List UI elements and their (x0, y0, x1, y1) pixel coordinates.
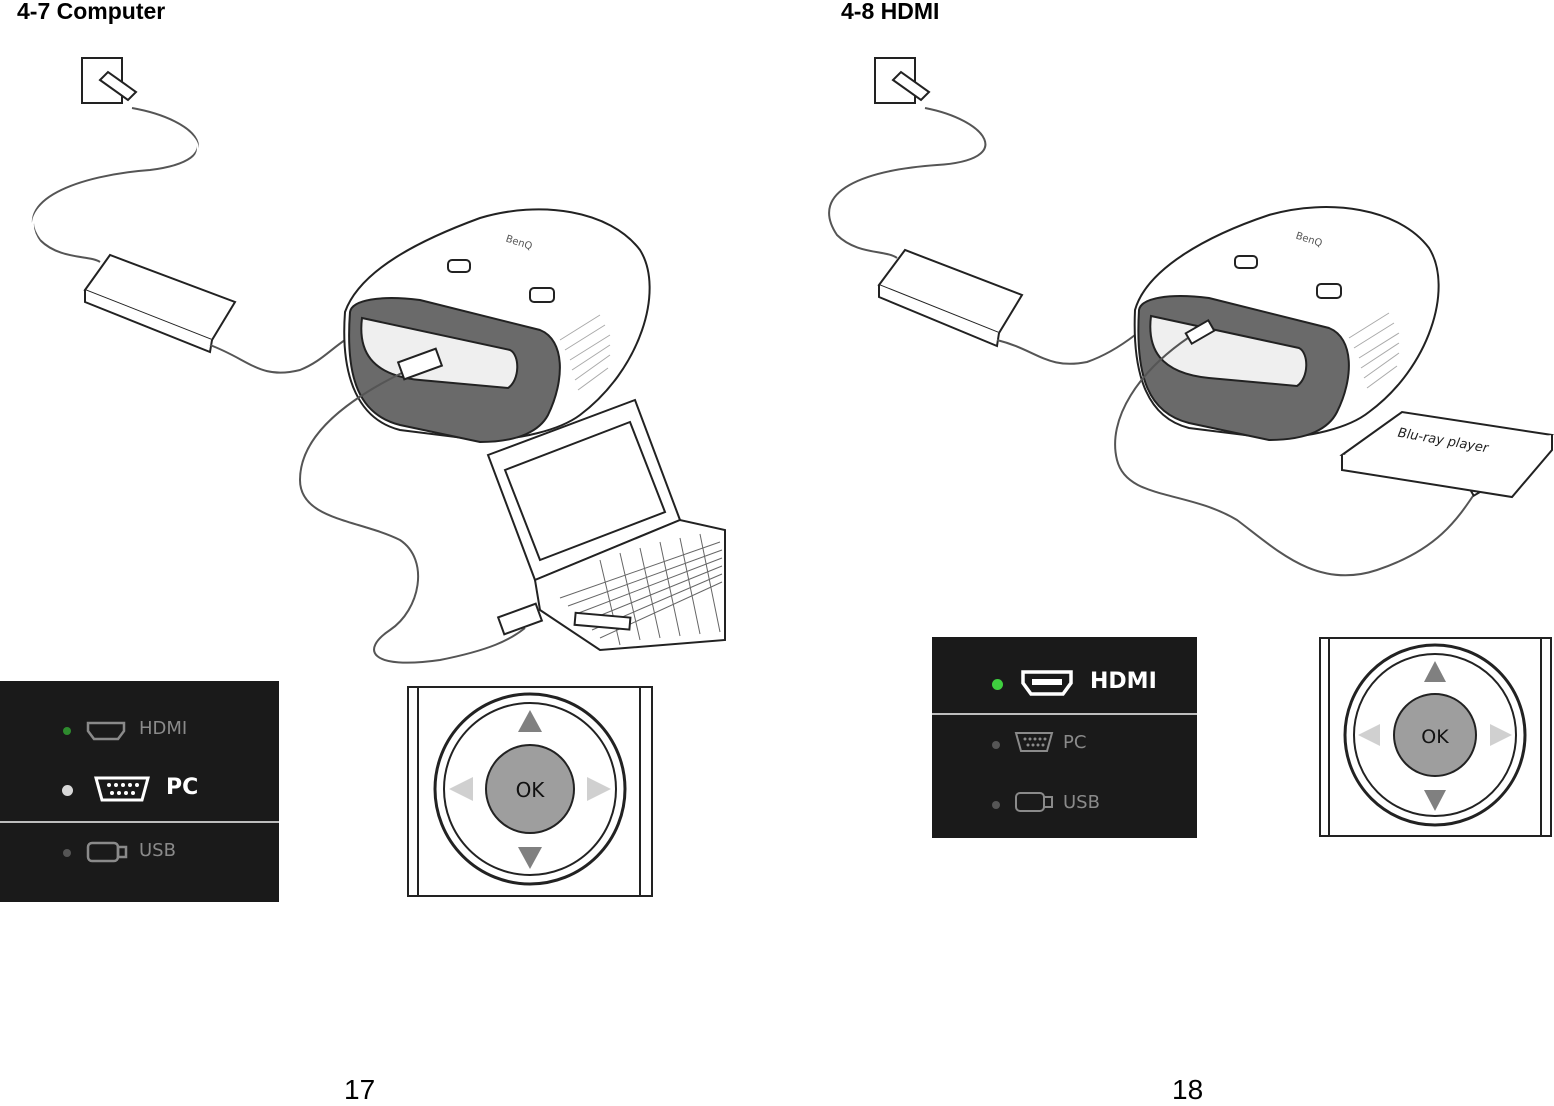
page-17: 4-7 Computer (0, 0, 777, 1105)
vga-cable (298, 359, 526, 664)
ok-button[interactable] (485, 744, 575, 834)
hdmi-cable (1114, 331, 1478, 577)
status-dot (63, 849, 71, 857)
hdmi-icon (86, 721, 126, 741)
usb-icon (1015, 792, 1053, 812)
remote-dpad: OK (407, 686, 653, 897)
source-item-usb[interactable]: USB (0, 823, 279, 883)
remote-dpad: OK (1319, 637, 1552, 837)
status-dot (992, 801, 1000, 809)
up-arrow-icon[interactable] (1424, 661, 1446, 682)
source-item-pc[interactable]: PC (932, 715, 1197, 775)
hdmi-icon (1021, 670, 1073, 696)
status-dot (62, 785, 73, 796)
status-dot (992, 741, 1000, 749)
left-arrow-icon[interactable] (1358, 724, 1380, 746)
source-menu: HDMI PC USB (0, 681, 279, 902)
source-label: USB (139, 840, 176, 861)
ok-button[interactable] (1393, 693, 1477, 777)
vga-port-icon (94, 776, 150, 802)
page-18: 4-8 HDMI Blu-ray player (777, 0, 1554, 1105)
page-number: 17 (344, 1074, 376, 1105)
source-label: HDMI (139, 718, 188, 739)
left-arrow-icon[interactable] (449, 777, 473, 801)
source-label: PC (1063, 732, 1087, 753)
section-heading: 4-8 HDMI (841, 0, 940, 24)
ok-label: OK (516, 778, 546, 802)
page-number: 18 (1172, 1074, 1204, 1105)
source-item-usb[interactable]: USB (932, 775, 1197, 835)
source-label: PC (166, 775, 199, 800)
vga-port-icon (1014, 732, 1054, 752)
source-item-pc[interactable]: PC (0, 761, 279, 821)
down-arrow-icon[interactable] (1424, 790, 1446, 811)
computer-connection-illustration: BenQ (31, 57, 726, 664)
status-dot (992, 679, 1003, 690)
menu-divider (932, 713, 1197, 715)
status-dot (63, 727, 71, 735)
menu-divider (0, 821, 279, 823)
power-cord (31, 107, 199, 263)
ok-label: OK (1421, 726, 1449, 748)
down-arrow-icon[interactable] (518, 847, 542, 869)
right-arrow-icon[interactable] (587, 777, 611, 801)
right-arrow-icon[interactable] (1490, 724, 1512, 746)
source-item-hdmi[interactable]: HDMI (0, 701, 279, 761)
source-label: HDMI (1090, 669, 1157, 694)
power-cord (828, 107, 987, 259)
section-heading: 4-7 Computer (17, 0, 166, 24)
source-label: USB (1063, 792, 1100, 813)
hdmi-connection-illustration: Blu-ray player BenQ (828, 57, 1554, 577)
source-menu: HDMI PC USB (932, 637, 1197, 838)
source-item-hdmi[interactable]: HDMI (932, 655, 1197, 715)
usb-icon (86, 841, 128, 863)
up-arrow-icon[interactable] (518, 710, 542, 732)
